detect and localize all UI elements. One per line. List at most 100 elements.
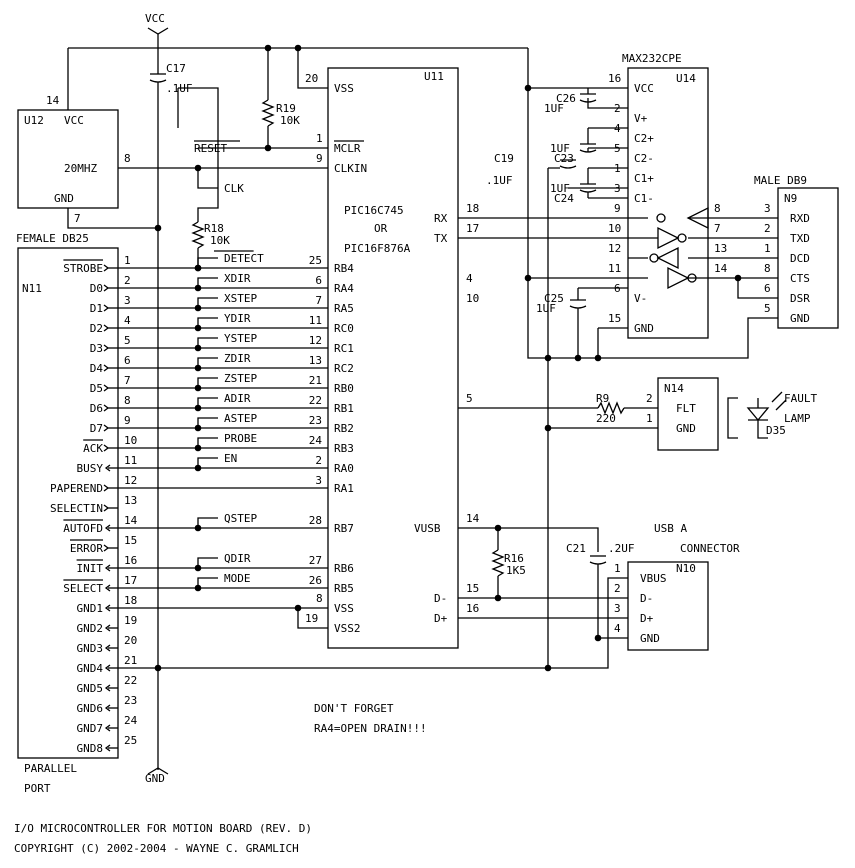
buffer-4 bbox=[667, 266, 697, 290]
junction bbox=[734, 274, 742, 282]
db25-pin-row: GND8 25 bbox=[77, 734, 138, 755]
net-label: XSTEP bbox=[224, 292, 257, 305]
pic-pin-number: 11 bbox=[309, 314, 322, 327]
u11-vss-b: VSS bbox=[334, 602, 354, 615]
db25-pin-label: PAPEREND bbox=[50, 482, 103, 495]
db9-title: MALE DB9 bbox=[754, 174, 807, 187]
net-label: MODE bbox=[224, 572, 251, 585]
pin-arrow bbox=[104, 684, 111, 692]
u11-pin20: 20 bbox=[305, 72, 318, 85]
db25-pin-label: GND8 bbox=[77, 742, 104, 755]
pin-arrow bbox=[103, 324, 110, 332]
c21-val: .2UF bbox=[608, 542, 635, 555]
net-label: YSTEP bbox=[224, 332, 257, 345]
db25-pin-label: ACK bbox=[83, 442, 103, 455]
r18-ref: R18 bbox=[204, 222, 224, 235]
max-vplus: V+ bbox=[634, 112, 648, 125]
max-vminus: V- bbox=[634, 292, 647, 305]
usb-pin: 4 bbox=[614, 622, 621, 635]
junction bbox=[594, 634, 602, 642]
c23-ref: C23 bbox=[554, 152, 574, 165]
pin-arrow bbox=[103, 304, 110, 312]
max-p2: 2 bbox=[614, 102, 621, 115]
net-tap bbox=[197, 277, 218, 288]
db25-pin-number: 12 bbox=[124, 474, 137, 487]
usb-pin: 3 bbox=[614, 602, 621, 615]
junction bbox=[194, 384, 202, 392]
u11-pin9: 9 bbox=[316, 152, 323, 165]
labels: VCC GND 14 U12 VCC 20MHZ 8 GND 7 C17 .1U… bbox=[14, 12, 817, 855]
db25-pin-number: 18 bbox=[124, 594, 137, 607]
c19-symbol bbox=[548, 159, 577, 169]
u11-mclr: MCLR bbox=[334, 142, 361, 155]
junction bbox=[544, 354, 552, 362]
usb-title: USB A bbox=[654, 522, 687, 535]
db9-pin: 1 bbox=[764, 242, 771, 255]
db25-pin-number: 9 bbox=[124, 414, 131, 427]
c26-val: 1UF bbox=[544, 102, 564, 115]
max-p11: 11 bbox=[608, 262, 621, 275]
pic-port-label: RB2 bbox=[334, 422, 354, 435]
net-label: XDIR bbox=[224, 272, 251, 285]
db9-pin: 3 bbox=[764, 202, 771, 215]
pin-arrow bbox=[103, 484, 110, 492]
n14-p2: 2 bbox=[646, 392, 653, 405]
u11-pin10: 10 bbox=[466, 292, 479, 305]
db25-ref: N11 bbox=[22, 282, 42, 295]
db25-pin-label: BUSY bbox=[77, 462, 104, 475]
pin-arrow bbox=[104, 624, 111, 632]
u11-pin14: 14 bbox=[466, 512, 480, 525]
note-line1: DON'T FORGET bbox=[314, 702, 394, 715]
u14-outline bbox=[627, 67, 709, 339]
pin-arrow bbox=[103, 424, 110, 432]
u11-part1: PIC16C745 bbox=[344, 204, 404, 217]
db25-pin-label: STROBE bbox=[63, 262, 103, 275]
db25-pin-number: 2 bbox=[124, 274, 131, 287]
r9-val: 220 bbox=[596, 412, 616, 425]
c21-ref: C21 bbox=[566, 542, 586, 555]
db25-pin-row: D79 bbox=[90, 414, 131, 435]
u12-gnd: GND bbox=[54, 192, 74, 205]
max-p4: 4 bbox=[614, 122, 621, 135]
u11-pin17: 17 bbox=[466, 222, 479, 235]
junction bbox=[194, 364, 202, 372]
u12-outline bbox=[17, 109, 119, 209]
net-label: ASTEP bbox=[224, 412, 257, 425]
db25-pin-number: 25 bbox=[124, 734, 137, 747]
u11-ref: U11 bbox=[424, 70, 444, 83]
db9-label: CTS bbox=[790, 272, 810, 285]
junction bbox=[194, 404, 202, 412]
db25-pin-label: GND2 bbox=[77, 622, 104, 635]
clk-net: CLK bbox=[224, 182, 244, 195]
net-label: QDIR bbox=[224, 552, 251, 565]
db25-pin-label: SELECTIN bbox=[50, 502, 103, 515]
pin-arrow bbox=[103, 364, 110, 372]
max-c1m: C1- bbox=[634, 192, 654, 205]
u12-freq: 20MHZ bbox=[64, 162, 97, 175]
pic-pin-number: 13 bbox=[309, 354, 322, 367]
pin-arrow bbox=[103, 284, 110, 292]
u11-pin1: 1 bbox=[316, 132, 323, 145]
junction bbox=[194, 524, 202, 532]
junction bbox=[194, 284, 202, 292]
c26-symbol bbox=[579, 88, 597, 103]
db25-rows: STROBE1D02D13D24D35D46D57D68D79ACK10BUSY… bbox=[50, 254, 138, 755]
title-line1: I/O MICROCONTROLLER FOR MOTION BOARD (RE… bbox=[14, 822, 312, 835]
db25-pin-row: PAPEREND 12 bbox=[50, 474, 137, 495]
junction bbox=[194, 304, 202, 312]
usb-ref: N10 bbox=[676, 562, 696, 575]
pic-pin-number: 25 bbox=[309, 254, 322, 267]
pin-arrow bbox=[103, 444, 110, 452]
junction bbox=[574, 354, 582, 362]
pic-port-label: RA1 bbox=[334, 482, 354, 495]
pic-port-label: RB7 bbox=[334, 522, 354, 535]
pic-port-label: RB1 bbox=[334, 402, 354, 415]
